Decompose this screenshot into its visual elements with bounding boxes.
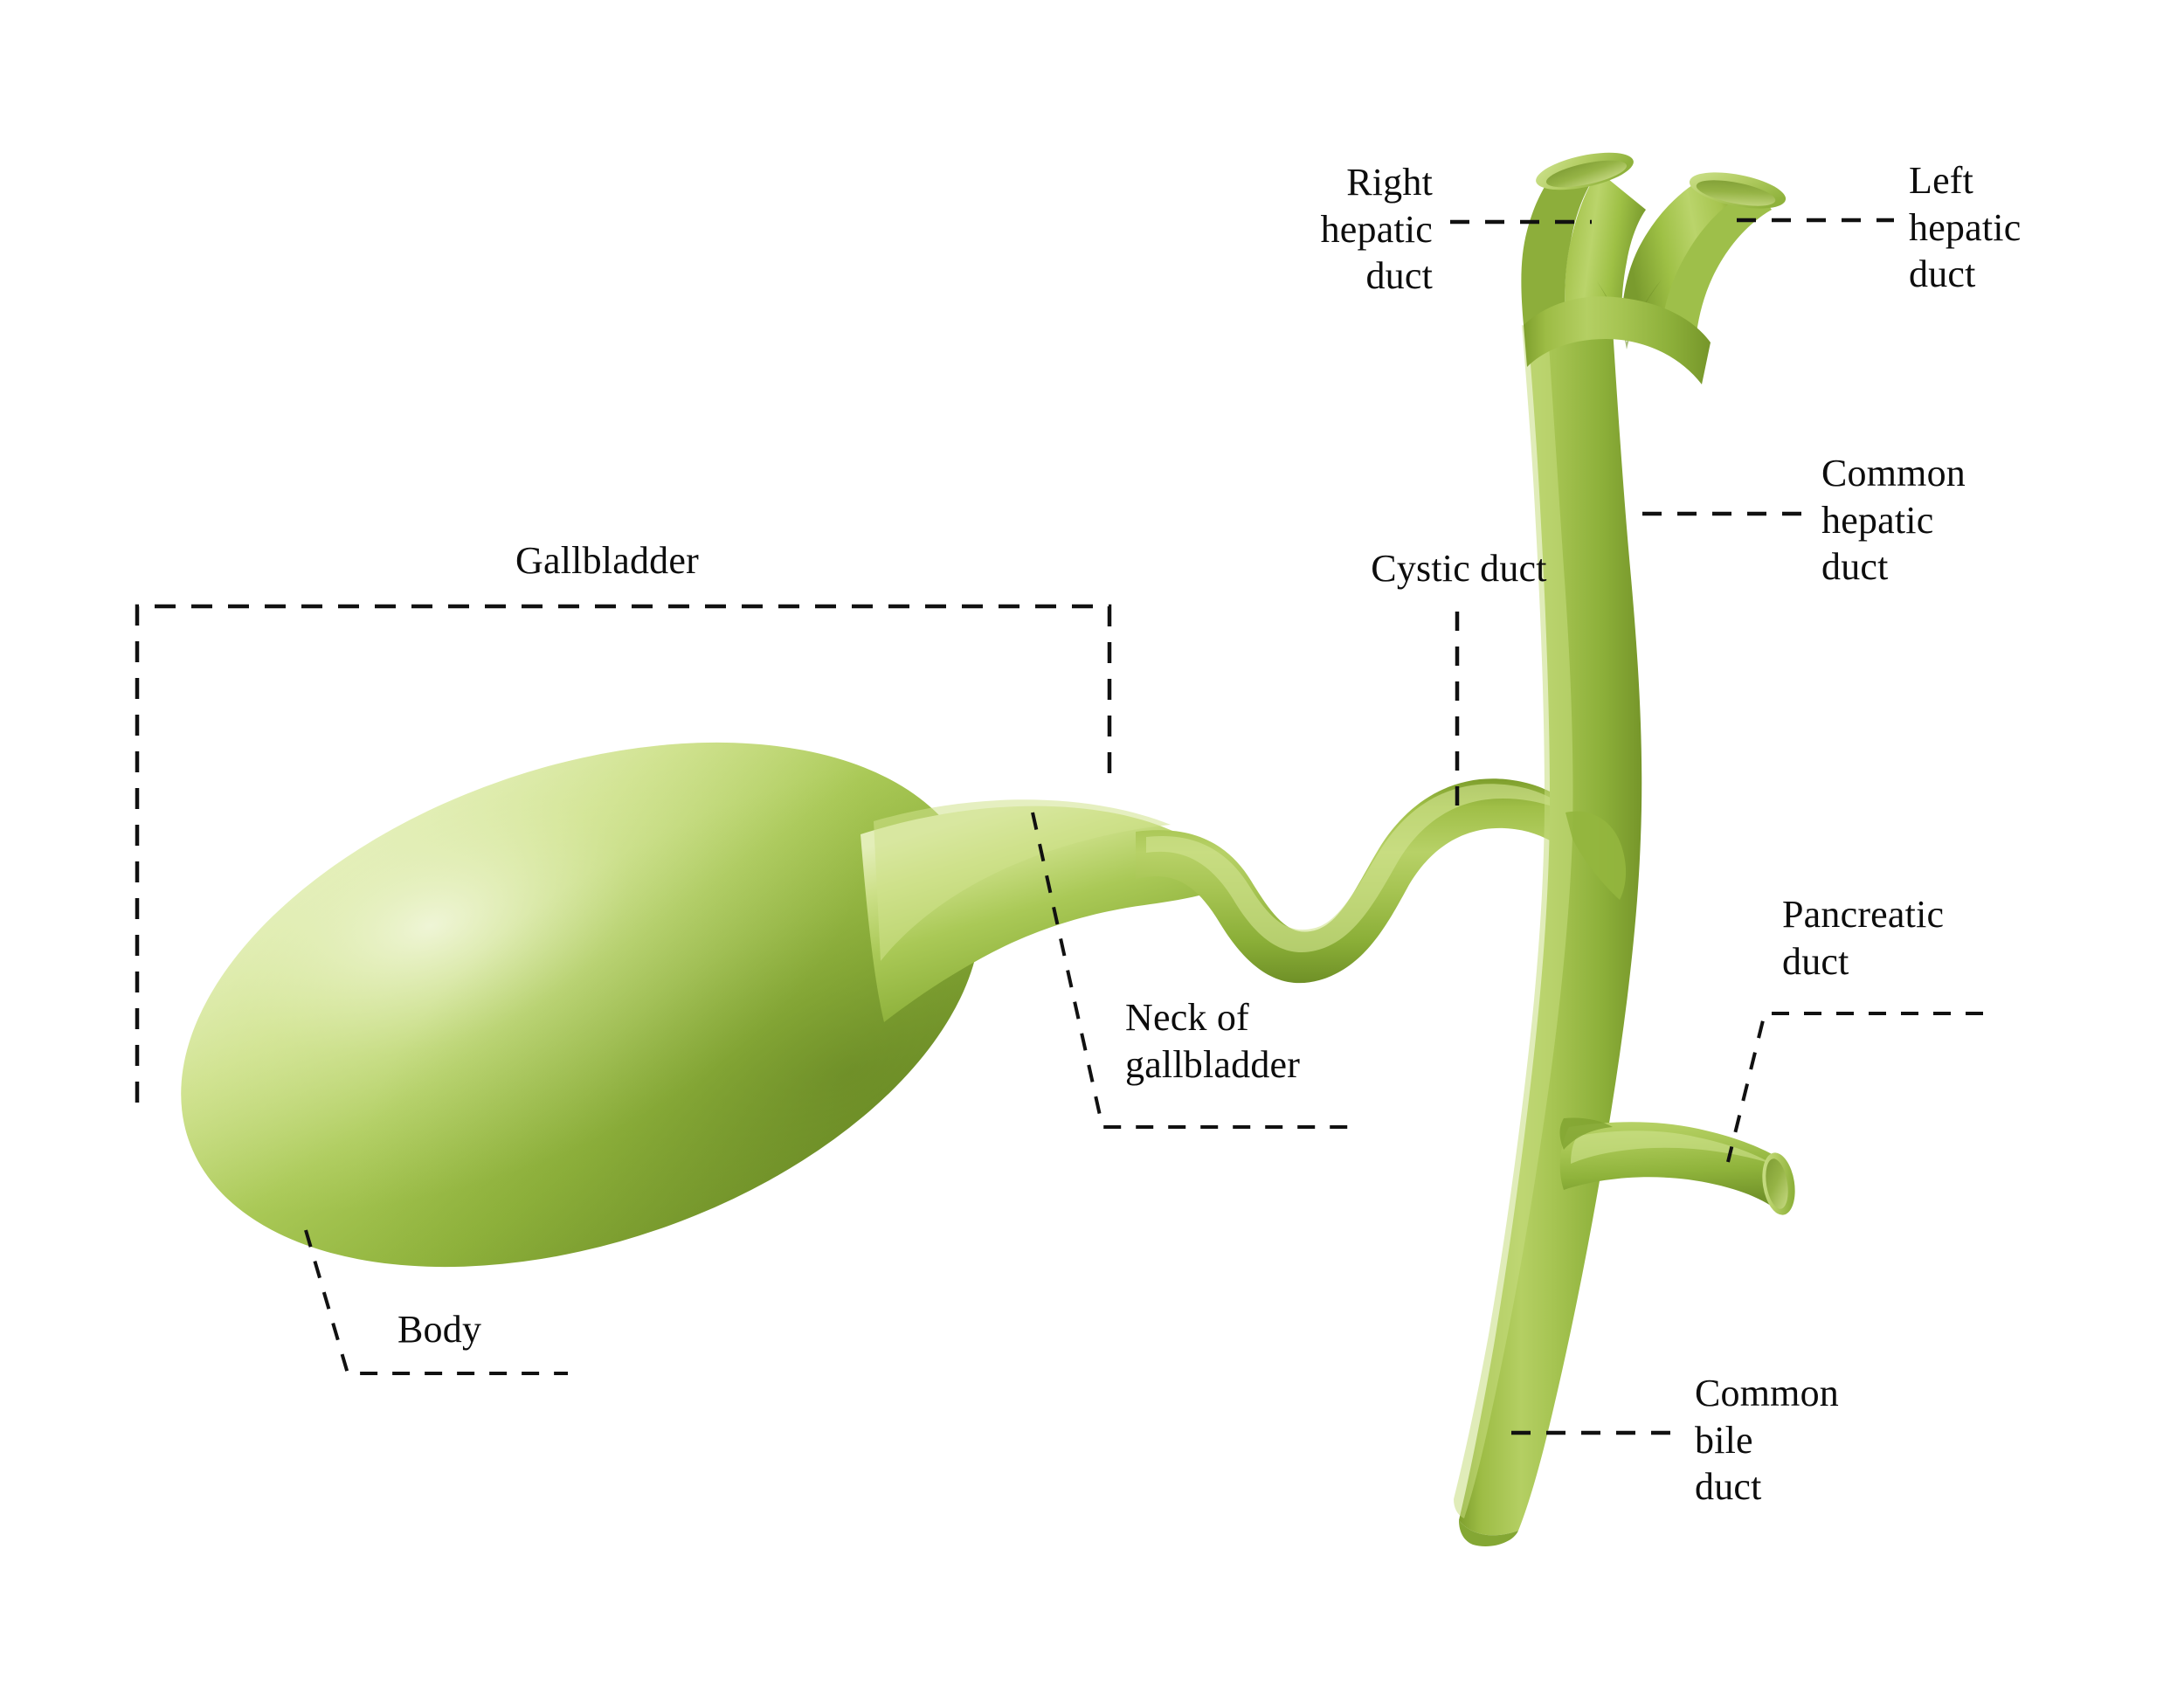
leader-body [304, 1229, 568, 1375]
bile-duct-trunk-sheen [1454, 325, 1573, 1518]
pancreatic-duct-sheen [1571, 1131, 1772, 1164]
bifurcation-merge [1524, 296, 1711, 384]
label-cystic-duct: Cystic duct [1371, 547, 1547, 590]
label-neck-of-gallbladder: Neck of gallbladder [1125, 996, 1301, 1086]
pancreatic-duct-opening [1762, 1152, 1795, 1215]
leader-gallbladder-bracket [135, 604, 1112, 1103]
label-common-bile-duct: Common bile duct [1695, 1372, 1839, 1509]
left-hepatic-duct-opening [1689, 172, 1787, 209]
left-hepatic-duct-shape-outer [1662, 187, 1772, 349]
common-bile-duct-end [1459, 1520, 1518, 1547]
gallbladder-organ [181, 742, 1230, 1268]
gallbladder-neck-blend [874, 799, 1171, 961]
pancreatic-duct-branch [1559, 1117, 1795, 1215]
right-hepatic-duct-shape [1565, 171, 1646, 320]
pancreatic-junction-fillet [1559, 1117, 1613, 1150]
label-gallbladder: Gallbladder [515, 539, 699, 582]
leader-pancreatic-duct [1726, 1012, 1983, 1163]
cystic-duct-topsheen [1146, 784, 1574, 953]
cystic-trunk-junction [1565, 811, 1627, 900]
label-right-hepatic-duct: Right hepatic duct [1320, 161, 1433, 298]
leader-neck-of-gallbladder [1031, 812, 1359, 1129]
left-hepatic-duct-shape [1621, 178, 1735, 325]
gallbladder-shadow [181, 742, 981, 1268]
cystic-duct-shape [1136, 778, 1586, 984]
hepatic-duct-bifurcation [1521, 152, 1787, 384]
label-body: Body [397, 1308, 482, 1351]
right-hepatic-duct-opening [1536, 152, 1634, 190]
right-hepatic-duct-shape-outer [1521, 161, 1599, 325]
label-pancreatic-duct: Pancreatic duct [1782, 893, 1945, 983]
bile-duct-trunk [1454, 315, 1642, 1547]
label-left-hepatic-duct: Left hepatic duct [1909, 159, 2022, 296]
cystic-duct-tube [1136, 778, 1586, 984]
label-common-hepatic-duct: Common hepatic duct [1821, 452, 1966, 589]
